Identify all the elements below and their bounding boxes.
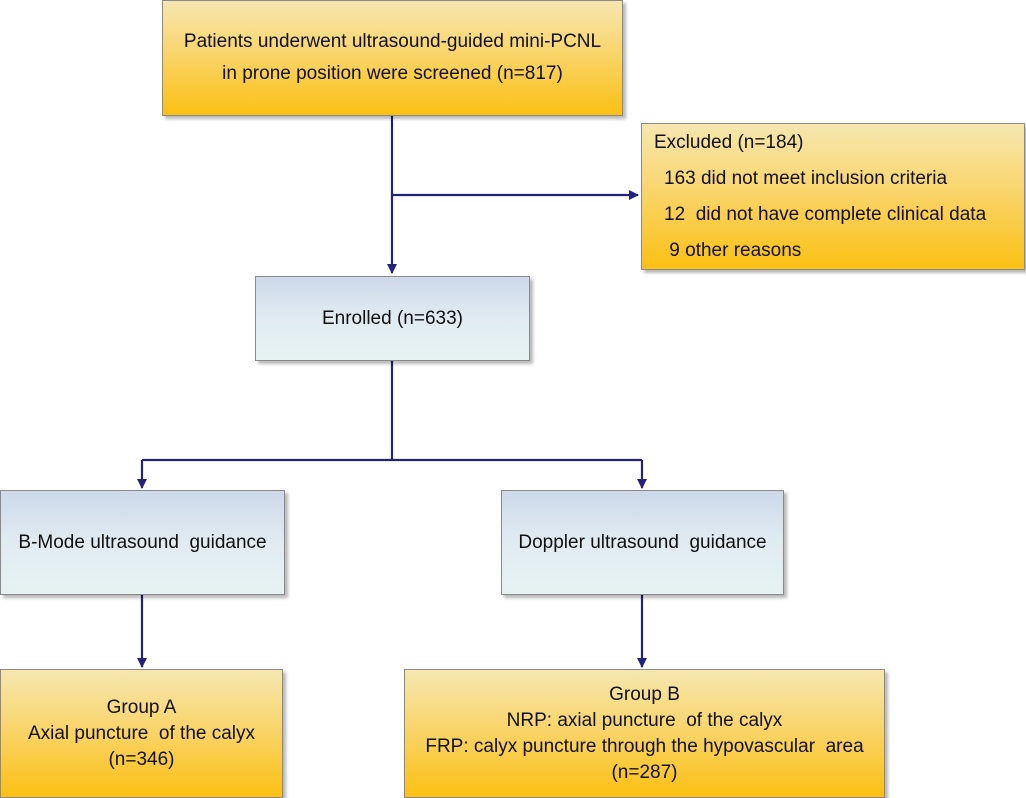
- enrolled-label: Enrolled (n=633): [321, 307, 463, 329]
- screening-line-1: Patients underwent ultrasound-guided min…: [183, 31, 602, 52]
- group-b-count: (n=287): [611, 761, 678, 783]
- group-a-description: Axial puncture of the calyx: [27, 722, 256, 744]
- excluded-box: Excluded (n=184) 163 did not meet inclus…: [641, 123, 1025, 270]
- bmode-label: B-Mode ultrasound guidance: [18, 531, 267, 553]
- screening-box: Patients underwent ultrasound-guided min…: [162, 0, 623, 116]
- group-a-count: (n=346): [108, 748, 175, 770]
- doppler-box: Doppler ultrasound guidance: [501, 490, 784, 595]
- bmode-box: B-Mode ultrasound guidance: [0, 490, 285, 595]
- group-a-box: Group A Axial puncture of the calyx (n=3…: [0, 669, 283, 798]
- excluded-reason: 12 did not have complete clinical data: [664, 203, 987, 225]
- doppler-label: Doppler ultrasound guidance: [518, 531, 767, 553]
- group-a-title: Group A: [106, 696, 177, 718]
- group-b-box: Group B NRP: axial puncture of the calyx…: [404, 669, 885, 798]
- excluded-title: Excluded (n=184): [654, 131, 804, 153]
- enrolled-box: Enrolled (n=633): [255, 276, 530, 361]
- excluded-reason: 163 did not meet inclusion criteria: [664, 167, 948, 189]
- group-b-nrp: NRP: axial puncture of the calyx: [506, 709, 783, 731]
- group-b-frp: FRP: calyx puncture through the hypovasc…: [425, 735, 864, 757]
- screening-line-2: in prone position were screened (n=817): [222, 63, 563, 84]
- excluded-reason: 9 other reasons: [664, 239, 802, 261]
- group-b-title: Group B: [609, 683, 680, 705]
